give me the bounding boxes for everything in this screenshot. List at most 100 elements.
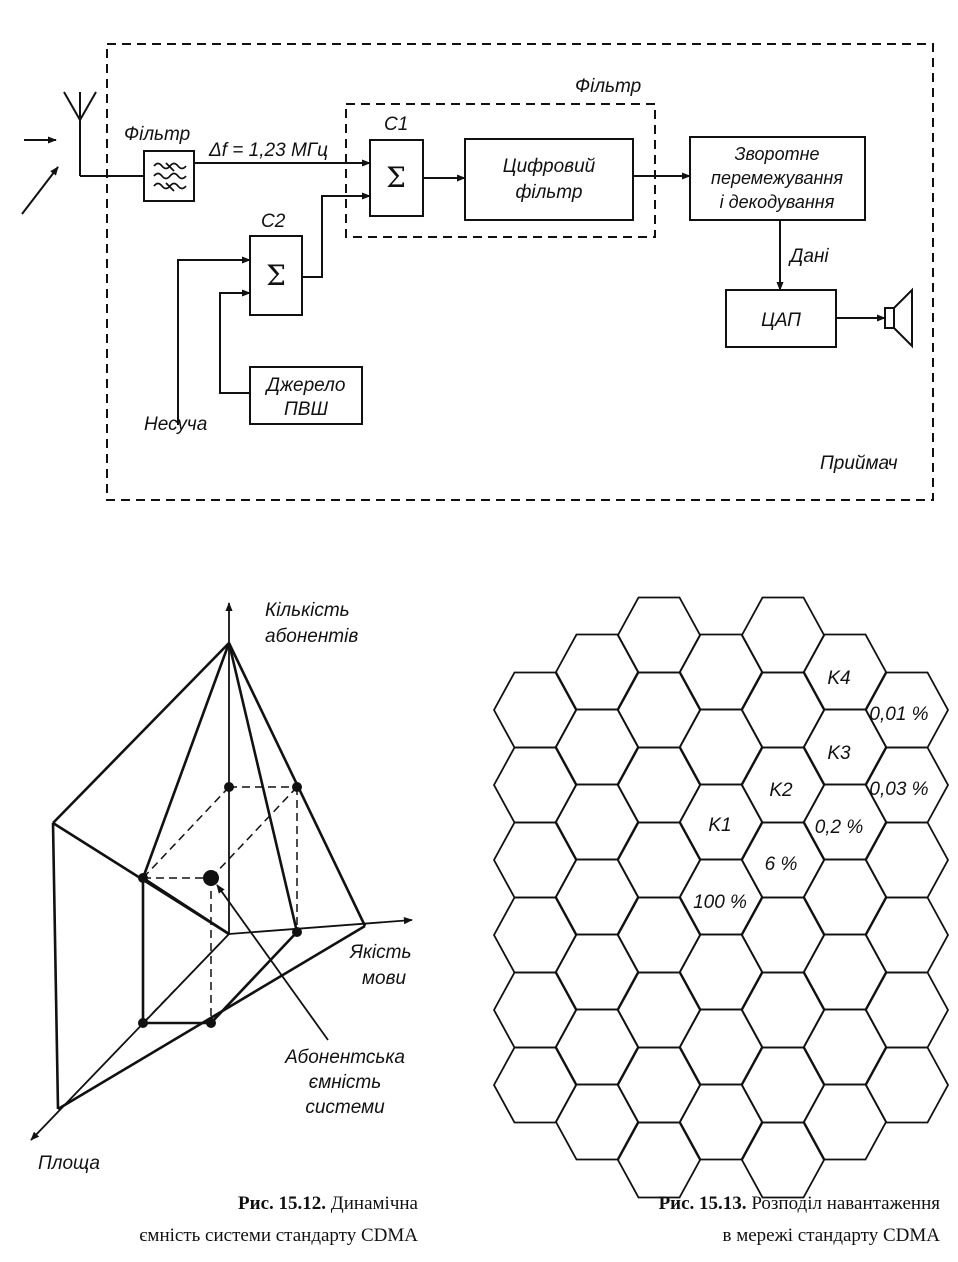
axis-area-label: Площа — [38, 1153, 100, 1174]
hex-cell — [554, 933, 640, 1011]
receiver-diagram — [21, 43, 934, 501]
c2-label: C2 — [261, 211, 286, 232]
hex-cell — [616, 896, 702, 974]
cell-load-0-2: 0,2 % — [815, 817, 864, 838]
hex-cell — [864, 821, 950, 899]
axis-quality — [228, 917, 413, 935]
cell-k3: K3 — [827, 743, 851, 764]
deinterleave-line-1: Зворотне — [735, 144, 820, 164]
cell-load-6: 6 % — [765, 854, 798, 875]
pn-source-box — [249, 366, 363, 425]
fig13-caption-line-2: в мережі стандарту CDMA — [723, 1225, 941, 1246]
hex-cell — [616, 746, 702, 824]
hex-cell — [740, 971, 826, 1049]
deinterleave-line-2: перемежування — [711, 168, 843, 188]
capacity-pointer — [216, 884, 329, 1041]
carrier-label: Несуча — [144, 414, 207, 435]
hex-cell — [492, 821, 578, 899]
c1-label: C1 — [384, 114, 408, 135]
hex-cell — [678, 633, 764, 711]
capacity-label-line-2: ємність — [309, 1072, 381, 1093]
hex-cell — [554, 1008, 640, 1086]
vertices — [138, 782, 302, 1028]
c2-summer — [249, 235, 303, 316]
data-label: Дані — [788, 246, 829, 267]
filter-icon — [153, 162, 187, 192]
fig13-caption-text: Розподіл навантаження — [751, 1193, 940, 1214]
hex-cell — [864, 1046, 950, 1124]
c2-sigma: Σ — [266, 259, 286, 292]
hex-cell — [802, 858, 888, 936]
hex-cell — [740, 1046, 826, 1124]
capacity-labels: Кількість абонентів Якість мови Площа Аб… — [38, 600, 419, 1246]
capacity-diagram — [30, 602, 413, 1141]
cell-load-100: 100 % — [693, 892, 747, 913]
hex-cell — [802, 933, 888, 1011]
hex-grid — [492, 596, 950, 1199]
fig12-caption-text: Динамічна — [331, 1193, 419, 1214]
cell-k1: K1 — [708, 815, 731, 836]
fig12-caption-line-2: ємність системи стандарту CDMA — [139, 1225, 418, 1246]
capacity-label-line-3: системи — [305, 1097, 385, 1118]
hex-cell — [616, 971, 702, 1049]
receiver-label: Приймач — [820, 453, 898, 474]
hex-cell — [616, 1121, 702, 1199]
hex-cell — [554, 858, 640, 936]
c1-sigma: Σ — [386, 161, 406, 194]
hex-cell — [554, 783, 640, 861]
cell-k2: K2 — [769, 780, 793, 801]
digital-filter-line-2: фільтр — [516, 182, 583, 203]
filter-boundary — [345, 103, 656, 238]
hex-cell — [802, 1008, 888, 1086]
hex-cell — [492, 746, 578, 824]
hex-cell — [492, 1046, 578, 1124]
pn-source-line-2: ПВШ — [284, 399, 328, 420]
axis-quality-line-1: Якість — [349, 942, 411, 963]
band-filter-label: Фільтр — [124, 124, 190, 145]
hex-cell — [864, 896, 950, 974]
hex-cell — [616, 596, 702, 674]
cell-k4: K4 — [827, 668, 850, 689]
deinterleave-decode-box — [689, 136, 866, 221]
receiver-boundary — [106, 43, 934, 501]
hex-cell — [678, 1083, 764, 1161]
inner-filter-label: Фільтр — [575, 76, 641, 97]
hex-cell — [740, 896, 826, 974]
fig13-caption-number: Рис. 15.13. — [659, 1193, 747, 1214]
speaker-icon — [884, 287, 913, 349]
hex-cell — [616, 1046, 702, 1124]
hex-cell — [740, 1121, 826, 1199]
hex-cell — [740, 671, 826, 749]
fig12-caption-line-1: Рис. 15.12. Динамічна — [238, 1193, 419, 1214]
hex-labels: K1 K2 K3 K4 100 % 6 % 0,2 % 0,03 % 0,01 … — [659, 668, 941, 1246]
cell-load-0-03: 0,03 % — [869, 779, 928, 800]
band-filter-box — [143, 150, 195, 202]
projection-lines — [142, 786, 298, 1024]
digital-filter-box — [464, 138, 634, 221]
cell-load-0-01: 0,01 % — [869, 704, 928, 725]
capacity-point — [203, 870, 219, 886]
digital-filter-line-1: Цифровий — [503, 156, 596, 177]
hex-cell — [678, 933, 764, 1011]
hex-cell — [678, 1008, 764, 1086]
hex-cell — [678, 708, 764, 786]
bandwidth-label: Δf = 1,23 МГц — [208, 140, 328, 161]
hex-cell — [554, 633, 640, 711]
fig12-caption-number: Рис. 15.12. — [238, 1193, 326, 1214]
pn-source-line-1: Джерело — [265, 375, 346, 396]
hex-cell — [554, 708, 640, 786]
hex-cell — [740, 596, 826, 674]
incoming-signal-arrow-2 — [21, 166, 59, 215]
receiver-labels: Фільтр Δf = 1,23 МГц Фільтр C1 C2 Σ Σ Ци… — [124, 76, 898, 474]
hex-cell — [616, 671, 702, 749]
axis-subscribers-line-1: Кількість — [265, 600, 350, 621]
hex-cell — [492, 971, 578, 1049]
deinterleave-line-3: і декодування — [720, 192, 835, 212]
hex-cell — [554, 1083, 640, 1161]
axis-quality-line-2: мови — [362, 968, 407, 989]
axis-subscribers-line-2: абонентів — [265, 626, 358, 647]
capacity-label-line-1: Абонентська — [284, 1047, 405, 1068]
hex-cell — [802, 1083, 888, 1161]
hex-cell — [864, 971, 950, 1049]
